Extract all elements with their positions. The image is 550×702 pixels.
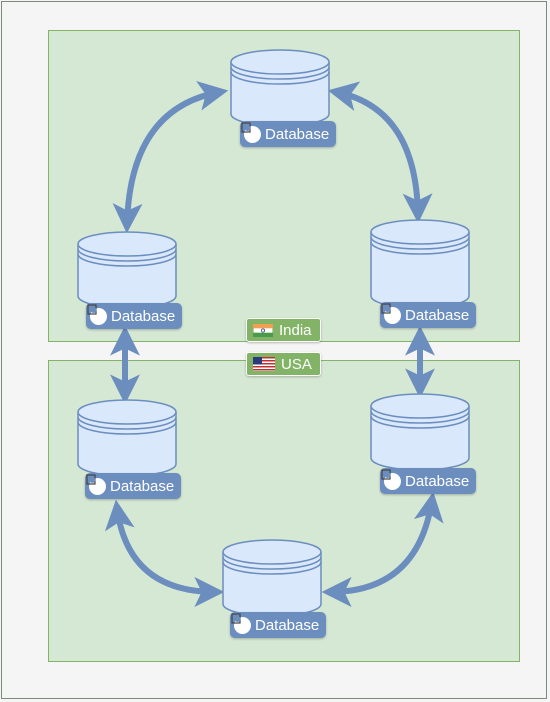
database-icon [87, 304, 107, 325]
database-label: Database [230, 612, 327, 638]
database-label-text: Database [405, 472, 470, 490]
region-label-india: India [279, 321, 312, 339]
database-icon [381, 303, 401, 324]
database-cylinder-icon [370, 219, 470, 309]
database-label: Database [86, 303, 183, 329]
database-cylinder-icon [370, 393, 470, 471]
database-cylinder-icon [222, 539, 322, 617]
database-node[interactable]: Database [370, 392, 477, 494]
database-label-text: Database [265, 125, 330, 143]
database-node[interactable]: Database [370, 218, 477, 328]
region-tag-india: India [246, 318, 321, 342]
database-cylinder-icon [230, 49, 330, 127]
database-icon [231, 613, 251, 634]
database-node[interactable]: Database [77, 398, 182, 499]
database-label-text: Database [111, 307, 176, 325]
database-label-text: Database [405, 306, 470, 324]
india-flag-icon [252, 323, 274, 337]
edge-india-top-left [112, 81, 229, 234]
database-node[interactable]: Database [222, 538, 327, 638]
database-label: Database [380, 302, 477, 328]
edge-usa-right-bottom [321, 491, 444, 607]
database-icon [241, 122, 261, 143]
edge-usa-left-bottom [104, 499, 225, 607]
database-icon [86, 474, 106, 495]
database-label: Database [240, 121, 337, 147]
database-label-text: Database [255, 616, 320, 634]
region-tag-usa: USA [246, 352, 321, 376]
database-label-text: Database [110, 477, 175, 495]
edge-india-top-right [327, 81, 433, 224]
database-label: Database [85, 473, 182, 499]
database-cylinder-icon [77, 231, 177, 309]
usa-flag-icon [253, 357, 275, 371]
database-icon [381, 469, 401, 490]
database-label: Database [380, 468, 477, 494]
database-node[interactable]: Database [230, 48, 337, 147]
database-node[interactable]: Database [77, 230, 183, 329]
database-cylinder-icon [77, 399, 177, 477]
region-label-usa: USA [281, 355, 312, 373]
